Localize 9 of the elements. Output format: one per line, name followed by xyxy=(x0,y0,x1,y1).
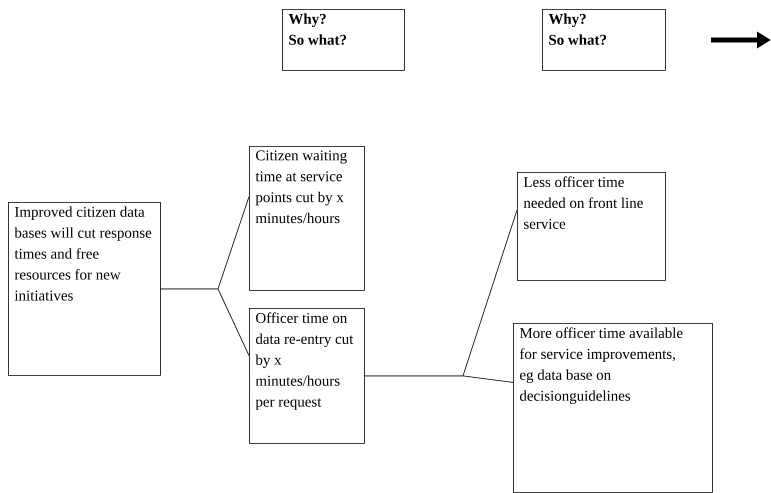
outcome-box: Officer time on data re-entry cut by x minutes/hours per request xyxy=(249,308,365,444)
outcome-box: Less officer time needed on front line service xyxy=(517,172,666,281)
outcome-box: Citizen waiting time at service points cut by x minutes/hours xyxy=(249,146,365,291)
statement-box: Improved citizen data bases will cut response times and free resources for new initiatives xyxy=(8,202,161,376)
outcome-box: More officer time available for service improvements, eg data base on decisionguidelines xyxy=(513,323,713,493)
connector-line xyxy=(364,376,514,383)
question-box: Why? So what? xyxy=(542,9,666,71)
connector-line xyxy=(160,288,250,356)
question-box: Why? So what? xyxy=(282,9,405,71)
